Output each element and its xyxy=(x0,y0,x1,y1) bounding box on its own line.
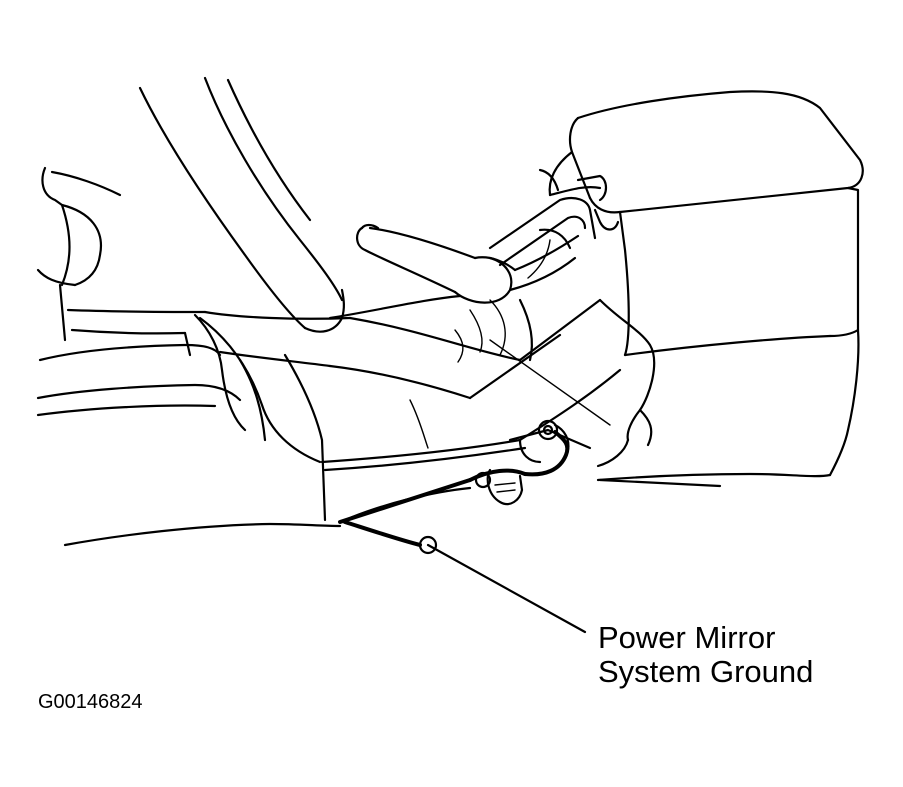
driver-seat xyxy=(36,166,247,432)
center-console xyxy=(198,294,622,522)
brake-boot xyxy=(488,196,597,279)
figure-id: G00146824 xyxy=(38,691,143,713)
callout-label-line2: System Ground xyxy=(598,654,814,689)
callout-leader xyxy=(426,543,587,634)
callout-label: Power Mirror System Ground xyxy=(598,621,813,689)
armrest xyxy=(538,90,864,357)
floor xyxy=(63,478,722,547)
console-base xyxy=(518,298,860,482)
ground-wiring xyxy=(338,419,592,555)
seat-belt xyxy=(138,76,345,333)
callout-label-line1: Power Mirror xyxy=(598,620,776,655)
